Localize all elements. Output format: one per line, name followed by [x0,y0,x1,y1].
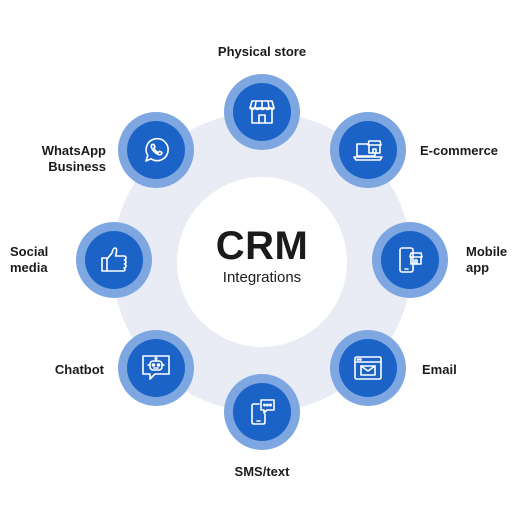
channel-node-e-commerce [330,112,406,188]
channel-node-sms-text [224,374,300,450]
channel-node-whatsapp-business [118,112,194,188]
channel-node-physical-store [224,74,300,150]
channel-label-whatsapp-business: WhatsApp Business [41,143,106,174]
channel-label-social-media: Social media [10,244,49,275]
thumbs-up-icon [101,247,127,272]
phone-chat-icon [251,399,275,425]
channel-node-email [330,330,406,406]
laptop-shop-icon [353,140,383,161]
center-subtitle: Integrations [222,269,302,286]
channel-label-sms-text: SMS/text [234,464,290,479]
whatsapp-icon [145,137,169,162]
channel-node-chatbot [118,330,194,406]
channel-label-email: Email [422,362,457,377]
center-title: CRM [215,224,309,268]
storefront-icon [249,100,275,124]
center-disc [177,177,347,347]
channel-label-mobile-app: Mobile app [466,244,508,275]
channel-label-physical-store: Physical store [217,44,307,59]
channel-label-chatbot: Chatbot [54,362,104,377]
channel-node-social-media [76,222,152,298]
channel-label-e-commerce: E-commerce [420,143,499,158]
mobile-shop-icon [399,247,423,273]
channel-node-mobile-app [372,222,448,298]
envelope-window-icon [354,356,382,380]
robot-chat-icon [142,355,170,380]
